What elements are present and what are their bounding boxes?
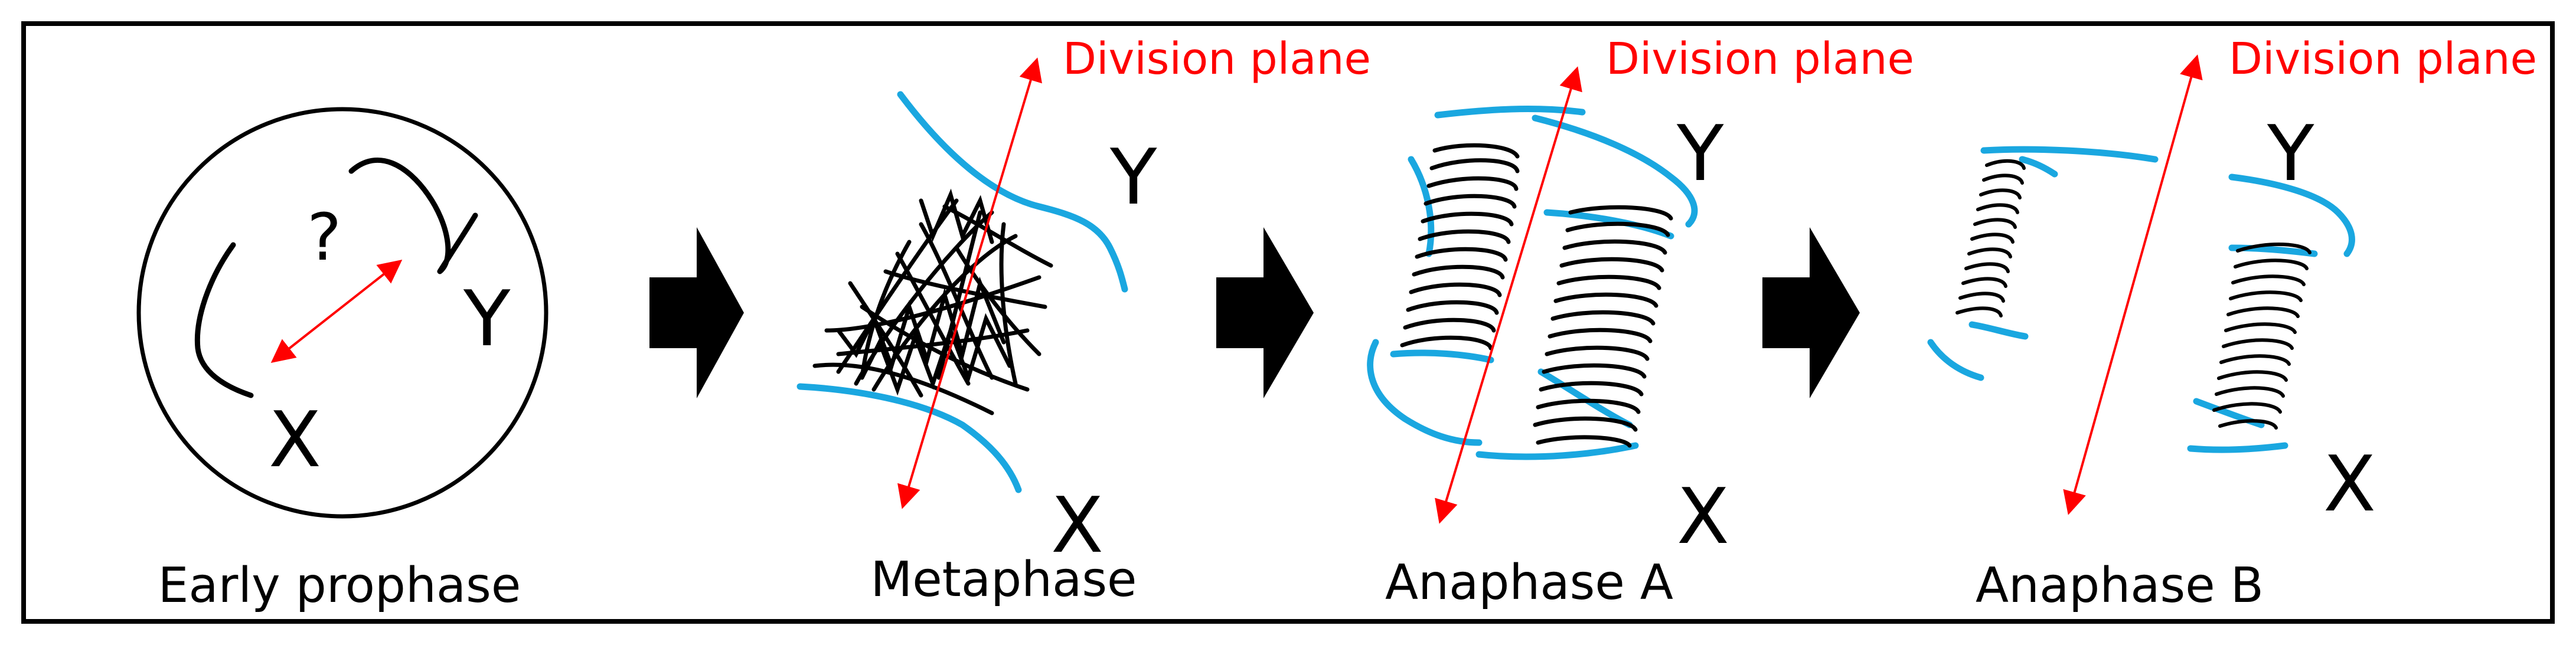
label-x: X	[269, 395, 321, 484]
transition-arrow	[649, 227, 744, 398]
pairing-arrow	[270, 260, 403, 363]
stage-anaphase-a: Division plane Y X Anaphase A	[1367, 34, 1914, 611]
division-plane-label: Division plane	[1063, 34, 1371, 84]
transition-arrow	[1216, 227, 1314, 398]
label-y: Y	[463, 274, 511, 364]
question-mark: ?	[307, 199, 341, 275]
stage-anaphase-b: Division plane Y X Anaphase B	[1927, 34, 2537, 614]
label-x: X	[2323, 439, 2376, 529]
label-x: X	[1677, 472, 1729, 561]
outer-frame	[21, 21, 2555, 624]
chromosome-y	[348, 158, 478, 274]
caption-anaphase-a: Anaphase A	[1385, 555, 1673, 611]
label-x: X	[1051, 480, 1103, 570]
stage-early-prophase: ? Y X Early prophase	[136, 107, 548, 614]
spindle-bottom	[796, 383, 1022, 493]
division-plane-label: Division plane	[1606, 34, 1914, 84]
division-plane-arrow	[897, 57, 1042, 509]
chromatin-coil-x	[2212, 243, 2311, 430]
caption-anaphase-b: Anaphase B	[1976, 558, 2264, 614]
division-plane-label: Division plane	[2229, 34, 2537, 84]
division-plane-arrow	[2063, 54, 2203, 515]
caption-early-prophase: Early prophase	[158, 558, 521, 614]
spindle-top	[897, 91, 1128, 293]
nucleus-outline	[136, 107, 548, 519]
chromatin-coil-y	[1955, 159, 2026, 317]
label-y: Y	[1676, 109, 1724, 198]
metaphase-chromatin	[812, 188, 1053, 415]
chromosome-x	[194, 242, 254, 398]
stage-metaphase: Division plane Y X Metaphase	[796, 34, 1371, 608]
label-y: Y	[2267, 109, 2314, 198]
division-plane-arrow	[1435, 66, 1582, 524]
caption-metaphase: Metaphase	[870, 552, 1137, 608]
label-y: Y	[1109, 132, 1157, 222]
transition-arrow	[1762, 227, 1860, 398]
